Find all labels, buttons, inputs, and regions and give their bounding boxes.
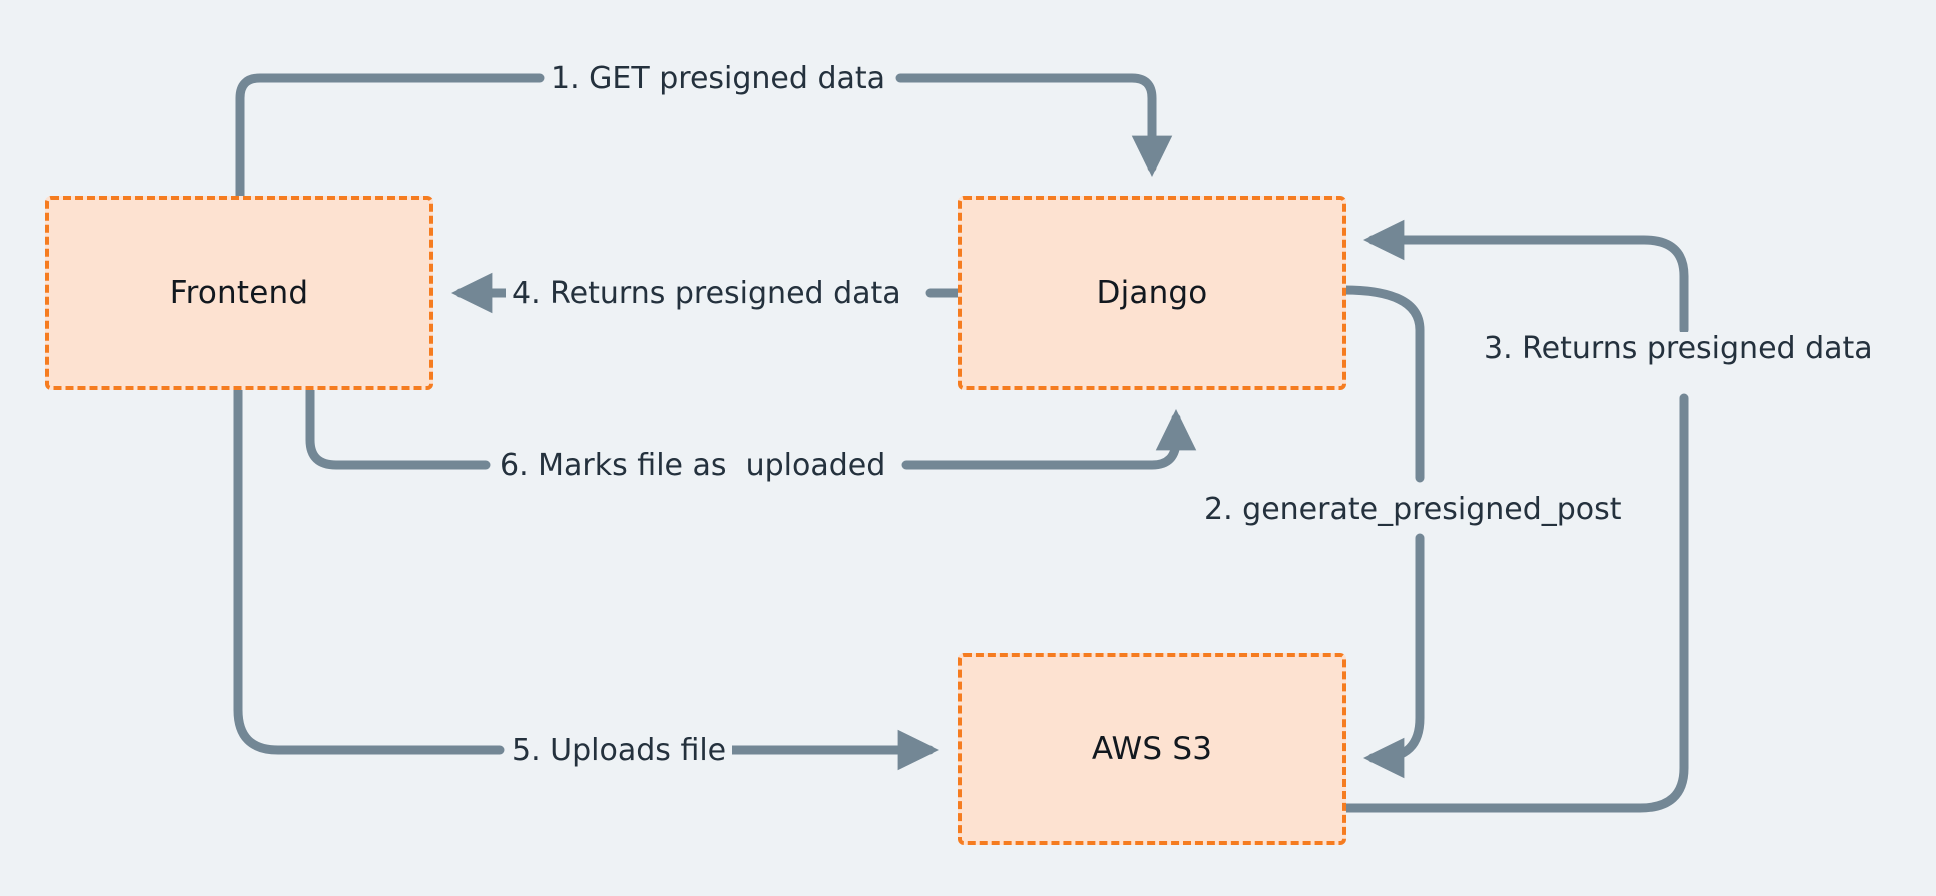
edge-label-4: 4. Returns presigned data <box>506 277 907 311</box>
edge-path-2 <box>1339 285 1425 483</box>
edge-path-1b <box>895 73 1173 178</box>
edge-label-6: 6. Marks file as uploaded <box>494 449 892 483</box>
edge-path-3 <box>1339 393 1689 813</box>
edge-label-3: 3. Returns presigned data <box>1478 332 1879 366</box>
node-frontend[interactable]: Frontend <box>45 196 433 390</box>
node-django[interactable]: Django <box>958 196 1346 390</box>
edge-path-5 <box>233 385 505 755</box>
node-aws-s3[interactable]: AWS S3 <box>958 653 1346 845</box>
edge-label-5: 5. Uploads file <box>506 734 733 768</box>
edge-path-6b <box>901 408 1197 470</box>
edge-path-1 <box>235 73 545 201</box>
node-frontend-label: Frontend <box>169 275 309 311</box>
edge-label-2: 2. generate_presigned_post <box>1198 493 1628 527</box>
edge-label-1: 1. GET presigned data <box>545 62 892 96</box>
edge-path-2b <box>1362 533 1425 779</box>
edge-path-3b <box>1362 219 1689 335</box>
node-django-label: Django <box>1096 275 1208 311</box>
node-aws-s3-label: AWS S3 <box>1091 731 1213 767</box>
edge-path-6 <box>305 385 491 470</box>
